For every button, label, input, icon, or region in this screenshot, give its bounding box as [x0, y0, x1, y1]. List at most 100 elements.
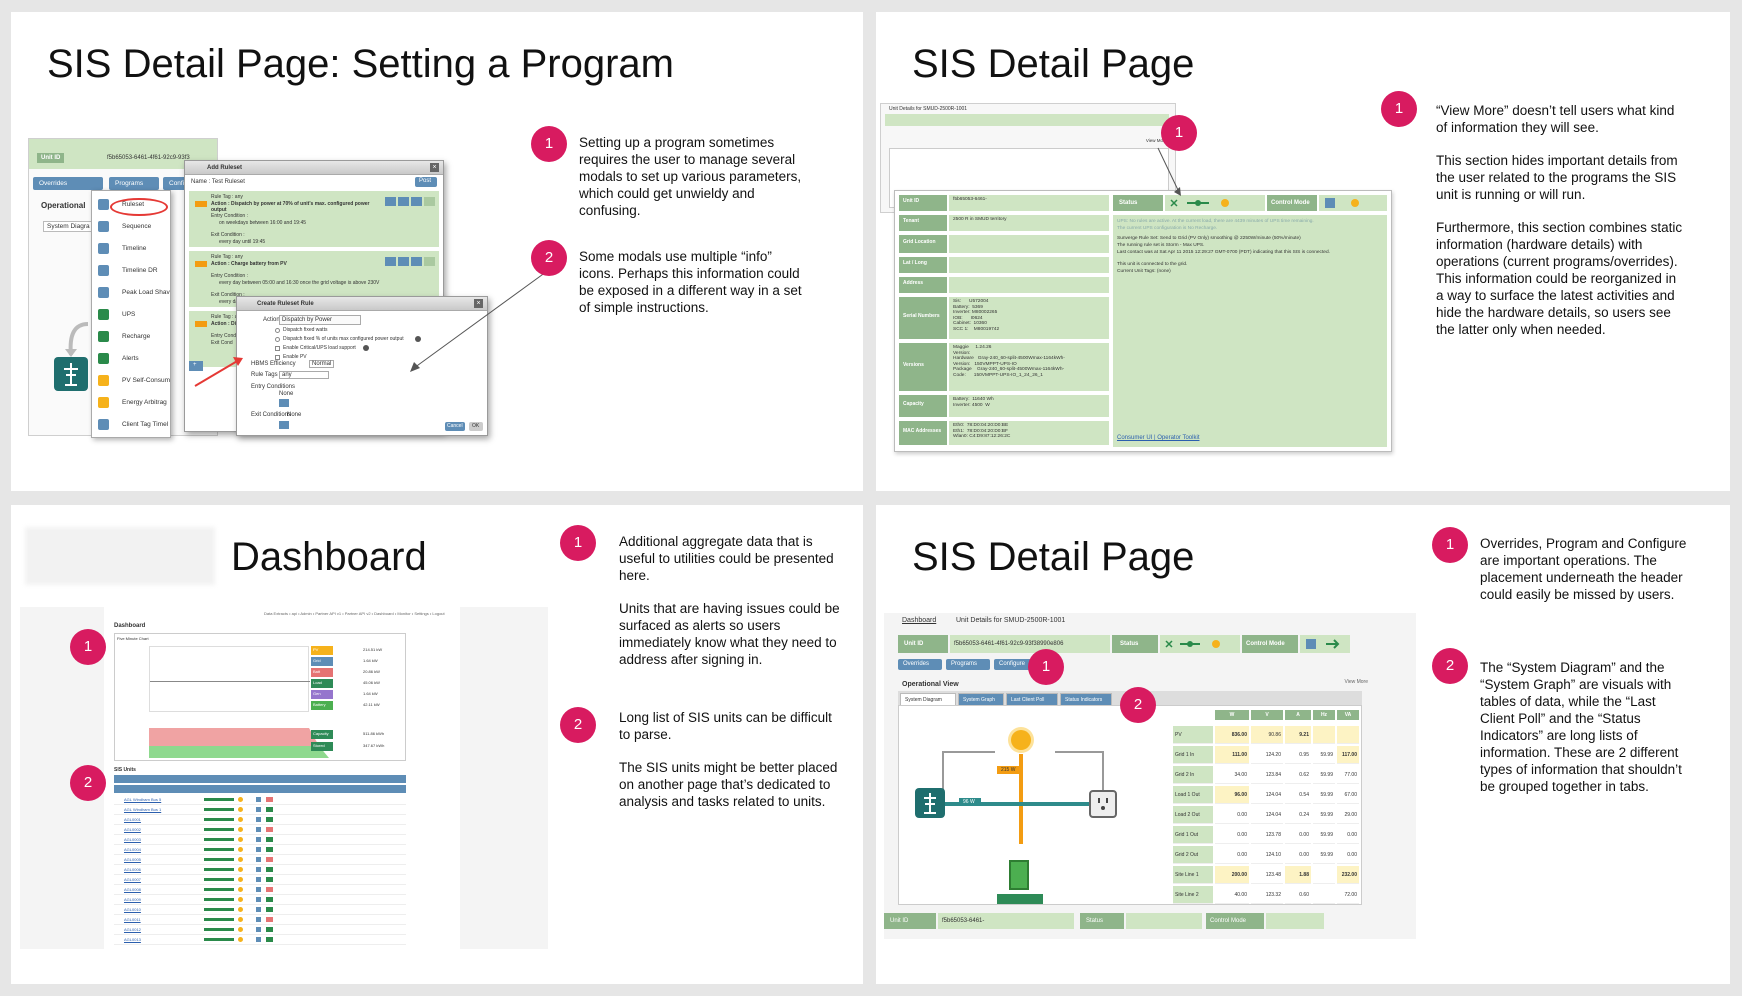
unit-link[interactable]: AGL Windham Bus 5 — [124, 797, 162, 802]
calendar-icon — [256, 917, 261, 922]
unit-link[interactable]: AGL0005 — [124, 857, 141, 862]
unit-link[interactable]: AGL0001 — [124, 817, 141, 822]
add-rule-button[interactable]: + — [189, 361, 203, 371]
cancel-button[interactable]: Cancel — [445, 422, 465, 431]
unit-row[interactable]: AGL0008 — [114, 885, 406, 895]
close-icon[interactable]: × — [474, 299, 483, 308]
table-cell-value: 67.00 — [1344, 792, 1357, 798]
table-cell-value: 124.04 — [1265, 792, 1281, 798]
menu-item[interactable]: Client Tag Timel — [92, 415, 170, 435]
unit-row[interactable]: AGL0012 — [114, 925, 406, 935]
unit-row[interactable]: AGL0003 — [114, 835, 406, 845]
unit-row[interactable]: AGL Windham Bus 1 — [114, 805, 406, 815]
unit-row[interactable]: AGL0002 — [114, 825, 406, 835]
unit-link[interactable]: AGL0002 — [124, 827, 141, 832]
unit-link[interactable]: AGL0011 — [124, 917, 141, 922]
menu-item[interactable]: Sequence — [92, 217, 170, 237]
unit-link[interactable]: AGL0009 — [124, 897, 141, 902]
rule-action-button[interactable] — [424, 257, 435, 266]
note-badge-2: 2 — [560, 707, 596, 743]
table-cell: Load 2 Out — [1173, 806, 1213, 824]
radio-button[interactable] — [275, 328, 280, 333]
tab-system-diagram[interactable]: System Diagram — [900, 693, 956, 705]
unit-row[interactable]: AGL0001 — [114, 815, 406, 825]
option-row[interactable]: Dispatch fixed watts — [275, 327, 475, 335]
programs-button[interactable]: Programs — [946, 659, 990, 670]
unit-link[interactable]: AGL0008 — [124, 887, 141, 892]
option-row[interactable]: Dispatch fixed % of units max configured… — [275, 336, 475, 344]
top-nav[interactable]: Data Extracts • api • Admin • Partner AP… — [264, 611, 445, 616]
rule-line: Exit Condition : — [211, 292, 245, 298]
post-button[interactable]: Post — [415, 177, 437, 187]
menu-item[interactable]: Timeline — [92, 239, 170, 259]
sun-icon — [238, 927, 243, 932]
ok-button[interactable]: OK — [469, 422, 483, 431]
rule-action-button[interactable] — [424, 197, 435, 206]
efficiency-select[interactable]: Normal — [309, 360, 335, 368]
table-cell: 90.86 — [1251, 726, 1283, 744]
rule-action-button[interactable] — [398, 257, 409, 266]
action-select[interactable]: Dispatch by Power — [279, 315, 361, 325]
info-icon[interactable] — [415, 336, 421, 342]
info-icon[interactable] — [363, 345, 369, 351]
option-row[interactable]: Enable PV — [275, 354, 475, 362]
overrides-button[interactable]: Overrides — [33, 177, 103, 190]
option-row[interactable]: Enable Critical/UPS load support — [275, 345, 475, 353]
rule-action-button[interactable] — [385, 197, 396, 206]
menu-item[interactable]: Timeline DR — [92, 261, 170, 281]
checkbox[interactable] — [275, 355, 280, 360]
rule-action-button[interactable] — [411, 257, 422, 266]
overrides-button[interactable]: Overrides — [898, 659, 942, 670]
unit-row[interactable]: AGL0005 — [114, 855, 406, 865]
legend-swatch — [311, 701, 333, 710]
breadcrumb-root[interactable]: Dashboard — [902, 617, 937, 624]
table-cell-value: 123.78 — [1265, 832, 1281, 838]
tab-system-graph[interactable]: System Graph — [958, 693, 1004, 705]
add-exit-button[interactable] — [279, 421, 289, 429]
unit-link[interactable]: AGL0012 — [124, 927, 141, 932]
unit-row[interactable]: AGL0013 — [114, 935, 406, 945]
rule-action-button[interactable] — [398, 197, 409, 206]
rule-tags-select[interactable]: any — [279, 371, 329, 379]
tab-status-indicators[interactable]: Status Indicators — [1060, 693, 1112, 705]
menu-item[interactable]: UPS — [92, 305, 170, 325]
view-more-link[interactable]: View More — [1145, 138, 1167, 143]
unit-row[interactable]: AGL0011 — [114, 915, 406, 925]
table-cell: Grid 2 Out — [1173, 846, 1213, 864]
unit-link[interactable]: AGL Windham Bus 1 — [124, 807, 162, 812]
menu-item[interactable]: PV Self-Consum — [92, 371, 170, 391]
unit-link[interactable]: AGL0004 — [124, 847, 141, 852]
unit-link[interactable]: AGL0007 — [124, 877, 141, 882]
unit-row[interactable]: AGL0004 — [114, 845, 406, 855]
rule-action-button[interactable] — [385, 257, 396, 266]
sun-icon — [238, 867, 243, 872]
close-icon[interactable]: × — [430, 163, 439, 172]
rule-action-button[interactable] — [411, 197, 422, 206]
unit-row[interactable]: AGL0009 — [114, 895, 406, 905]
radio-button[interactable] — [275, 337, 280, 342]
tab-last-client-poll[interactable]: Last Client Poll — [1006, 693, 1058, 705]
unit-row[interactable]: AGL Windham Bus 5 — [114, 795, 406, 805]
note-2: The “System Diagram” and the “System Gra… — [1480, 660, 1682, 794]
consumer-operator-links[interactable]: Consumer UI | Operator Toolkit — [1117, 435, 1200, 441]
unit-link[interactable]: AGL0013 — [124, 937, 141, 942]
menu-item[interactable]: Recharge — [92, 327, 170, 347]
system-diagram-tab[interactable]: System Diagra — [43, 221, 94, 232]
menu-item[interactable]: Energy Arbitrag — [92, 393, 170, 413]
checkbox[interactable] — [275, 346, 280, 351]
unit-status-icons — [204, 918, 234, 921]
add-entry-button[interactable] — [279, 399, 289, 407]
menu-item[interactable]: Peak Load Shav — [92, 283, 170, 303]
unit-link[interactable]: AGL0010 — [124, 907, 141, 912]
unit-row[interactable]: AGL0007 — [114, 875, 406, 885]
menu-item[interactable]: Alerts — [92, 349, 170, 369]
configure-button[interactable]: Configure — [994, 659, 1038, 670]
programs-button[interactable]: Programs — [109, 177, 159, 190]
unit-link[interactable]: AGL0006 — [124, 867, 141, 872]
unit-link[interactable]: AGL0003 — [124, 837, 141, 842]
view-more-link[interactable]: View More — [1344, 679, 1368, 685]
unit-row[interactable]: AGL0006 — [114, 865, 406, 875]
unit-row[interactable]: AGL0010 — [114, 905, 406, 915]
